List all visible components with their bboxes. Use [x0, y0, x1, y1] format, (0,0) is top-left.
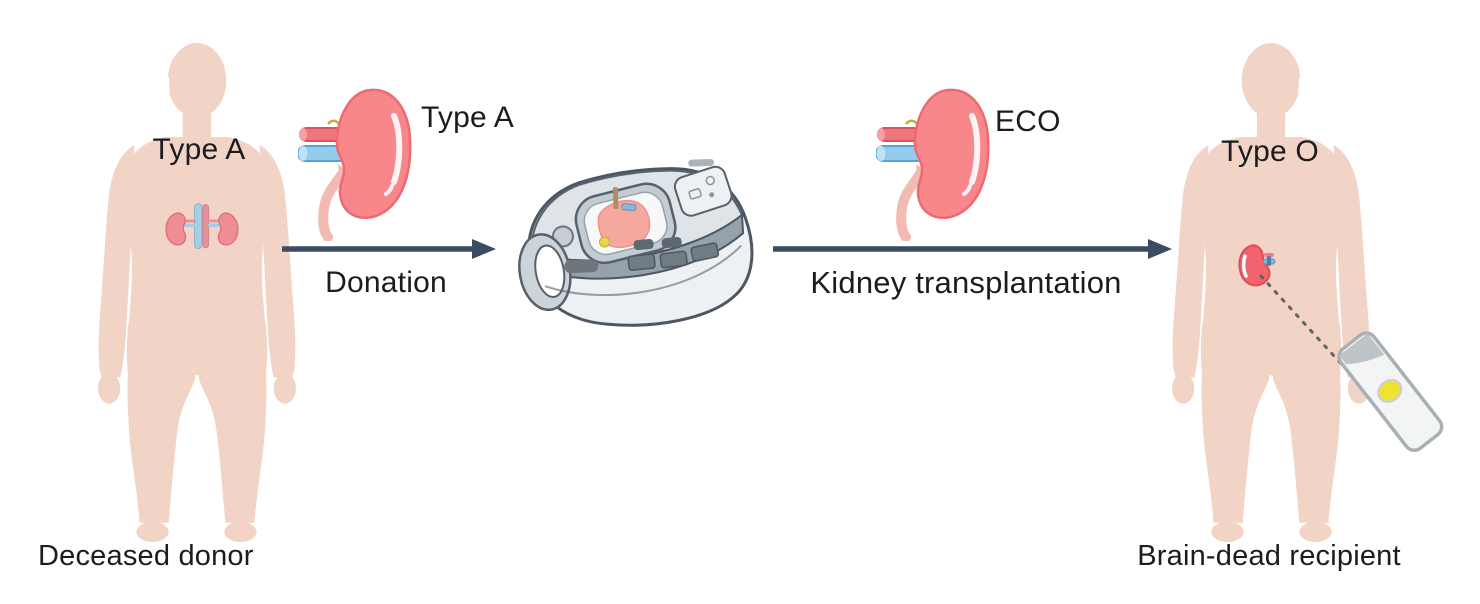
- dashed-connector: [1259, 274, 1347, 370]
- donor-kidneys-icon: [165, 203, 239, 250]
- donated-kidney-label: Type A: [421, 101, 514, 134]
- donation-arrow: [282, 239, 496, 259]
- donor-caption: Deceased donor: [38, 540, 254, 572]
- deceased-donor-figure: [98, 43, 296, 542]
- recipient-caption: Brain-dead recipient: [1137, 540, 1401, 572]
- kidney-perfusion-machine-icon: [518, 158, 754, 327]
- donor-blood-type-label: Type A: [152, 133, 246, 166]
- recipient-blood-type-label: Type O: [1221, 135, 1319, 168]
- donated-kidney-icon: [298, 86, 413, 241]
- transplantation-step-label: Kidney transplantation: [810, 265, 1122, 300]
- biopsy-device-icon: [1337, 331, 1444, 453]
- transplantation-arrow: [773, 239, 1172, 259]
- donation-step-label: Donation: [325, 266, 447, 299]
- eco-kidney-icon: [876, 86, 991, 241]
- eco-kidney-label: ECO: [995, 105, 1061, 138]
